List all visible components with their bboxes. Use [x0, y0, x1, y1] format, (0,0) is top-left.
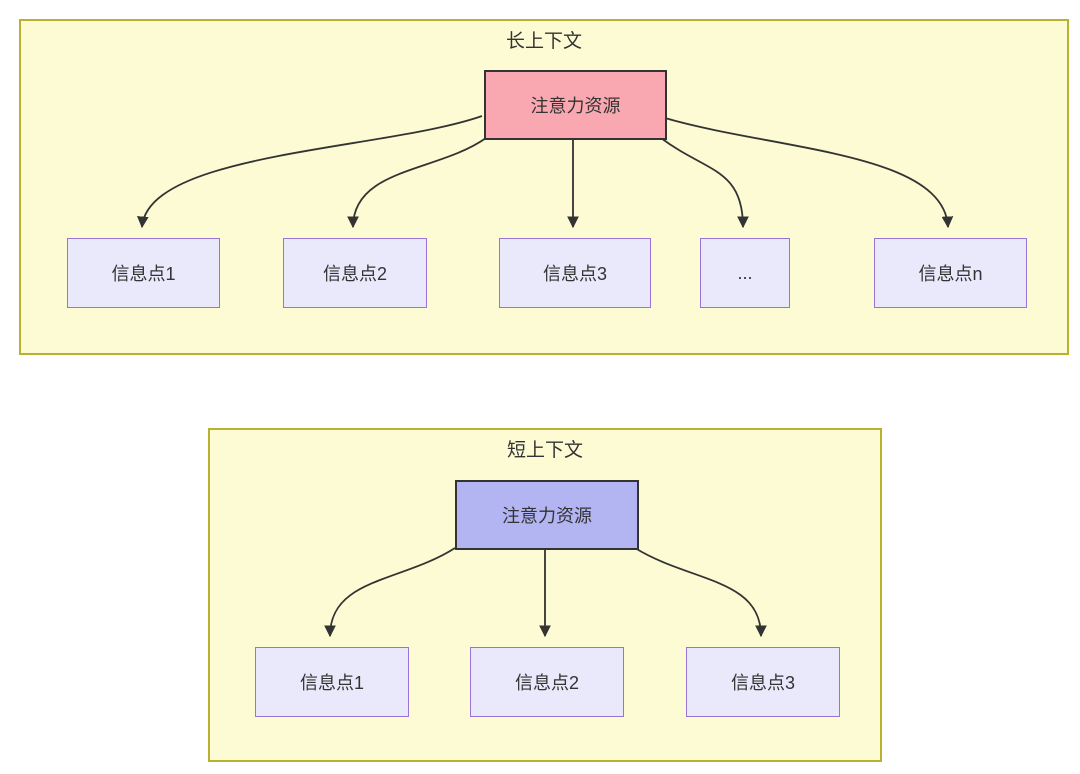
short-context-title: 短上下文	[506, 440, 583, 461]
long-context-title: 长上下文	[505, 31, 582, 52]
long-info-box-1: 信息点1	[67, 238, 220, 308]
long-info-box-ellipsis: ...	[700, 238, 790, 308]
long-info-box-2: 信息点2	[283, 238, 427, 308]
long-attention-resource-box: 注意力资源	[484, 70, 667, 140]
long-info-box-3: 信息点3	[499, 238, 651, 308]
short-info-box-1: 信息点1	[255, 647, 409, 717]
short-attention-resource-box: 注意力资源	[455, 480, 639, 550]
short-info-box-2: 信息点2	[470, 647, 624, 717]
long-context-group: 长上下文 注意力资源 信息点1 信息点2 信息点3 ... 信息点n	[19, 19, 1069, 355]
short-context-group: 短上下文 注意力资源 信息点1 信息点2 信息点3	[208, 428, 882, 762]
long-info-box-n: 信息点n	[874, 238, 1027, 308]
short-info-box-3: 信息点3	[686, 647, 840, 717]
